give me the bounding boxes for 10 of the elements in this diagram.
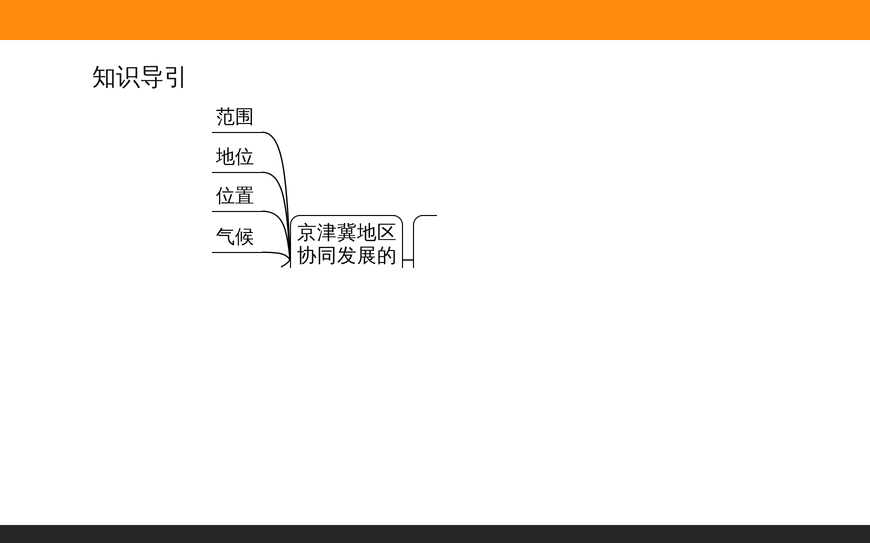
connector-line bbox=[262, 210, 291, 260]
underlined-label: 位置 bbox=[212, 183, 262, 212]
underlined-label: 地位 bbox=[212, 144, 262, 173]
underlined-label: 范围 bbox=[212, 104, 262, 133]
connector-line bbox=[403, 259, 413, 261]
connector-line bbox=[262, 252, 291, 260]
topic-box: 京津冀地区协同发展的 bbox=[290, 215, 403, 268]
slide-title: 知识导引 bbox=[92, 62, 188, 93]
underlined-label: 气候 bbox=[212, 224, 262, 253]
connector-line bbox=[280, 260, 290, 268]
